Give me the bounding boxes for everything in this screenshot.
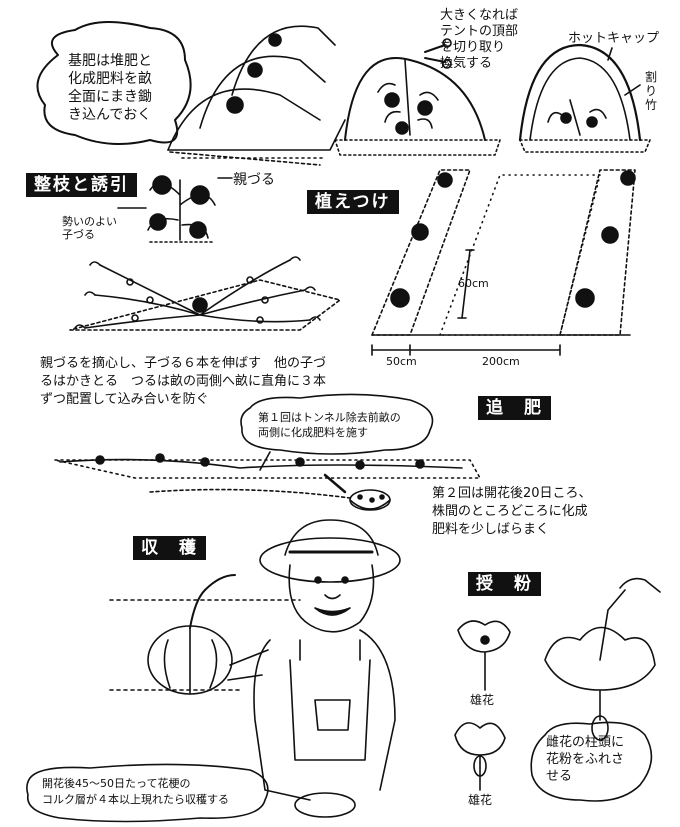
farmer-harvest-illustration (109, 519, 401, 818)
male-flower-illustration (454, 620, 511, 791)
basal-fertilizer-bubble-outline (36, 20, 192, 145)
first-dressing-bubble-tail (259, 451, 271, 471)
planting-bed-illustration (371, 169, 636, 356)
tunnel-ventilation-illustration (334, 38, 501, 156)
first-dressing-bubble-outline (240, 393, 434, 455)
pollination-bubble-outline (530, 721, 653, 802)
male-flower-label-1: 雄花 (470, 693, 495, 707)
young-vine-plant (117, 175, 233, 243)
pruning-instruction: 親づるを摘心し、子づる６本を伸ばす 他の子づ るはかきとる つるは畝の両側へ畝に… (40, 356, 327, 407)
dimension-60cm: 60cm (458, 277, 489, 290)
heading-pruning: 整枝と誘引 (26, 173, 137, 197)
heading-topdress: 追 肥 (478, 396, 551, 420)
dimension-200cm: 200cm (482, 355, 520, 368)
dimension-50cm: 50cm (386, 355, 417, 368)
harvest-bubble: 開花後45～50日たって花梗の コルク層が４本以上現れたら収穫する (42, 777, 229, 806)
basal-fertilizer-bubble: 基肥は堆肥と 化成肥料を畝 全面にまき鋤 き込んでおく (68, 53, 152, 123)
heading-planting: 植えつけ (307, 190, 399, 214)
heading-pollination: 授 粉 (468, 572, 541, 596)
hot-cap-illustration (518, 43, 651, 153)
heading-harvest: 収 穫 (133, 536, 206, 560)
vigorous-side-vine-label: 勢いのよい 子づる (62, 215, 117, 241)
first-dressing-bubble: 第１回はトンネル除去前畝の 両側に化成肥料を施す (258, 411, 401, 439)
female-flower-pollination-illustration (544, 577, 661, 741)
main-vine-label: 親づる (233, 172, 275, 188)
pollination-bubble: 雌花の柱頭に 花粉をふれさ せる (546, 735, 625, 784)
tunnel-rows-illustration (167, 25, 346, 166)
harvest-bubble-outline (26, 763, 269, 823)
split-bamboo-label: 割 り 竹 (645, 70, 658, 112)
male-flower-label-2: 雄花 (468, 793, 493, 807)
spreading-vines-bed (69, 256, 341, 331)
tunnel-ventilation-note: 大きくなれば テントの頂部 を切り取り 換気する (440, 8, 519, 71)
second-dressing-text: 第２回は開花後20日ころ、 株間のところどころに化成 肥料を少しばらまく (432, 486, 592, 537)
topdress-vine-row (54, 453, 481, 511)
hot-cap-label: ホットキャップ (568, 31, 660, 46)
